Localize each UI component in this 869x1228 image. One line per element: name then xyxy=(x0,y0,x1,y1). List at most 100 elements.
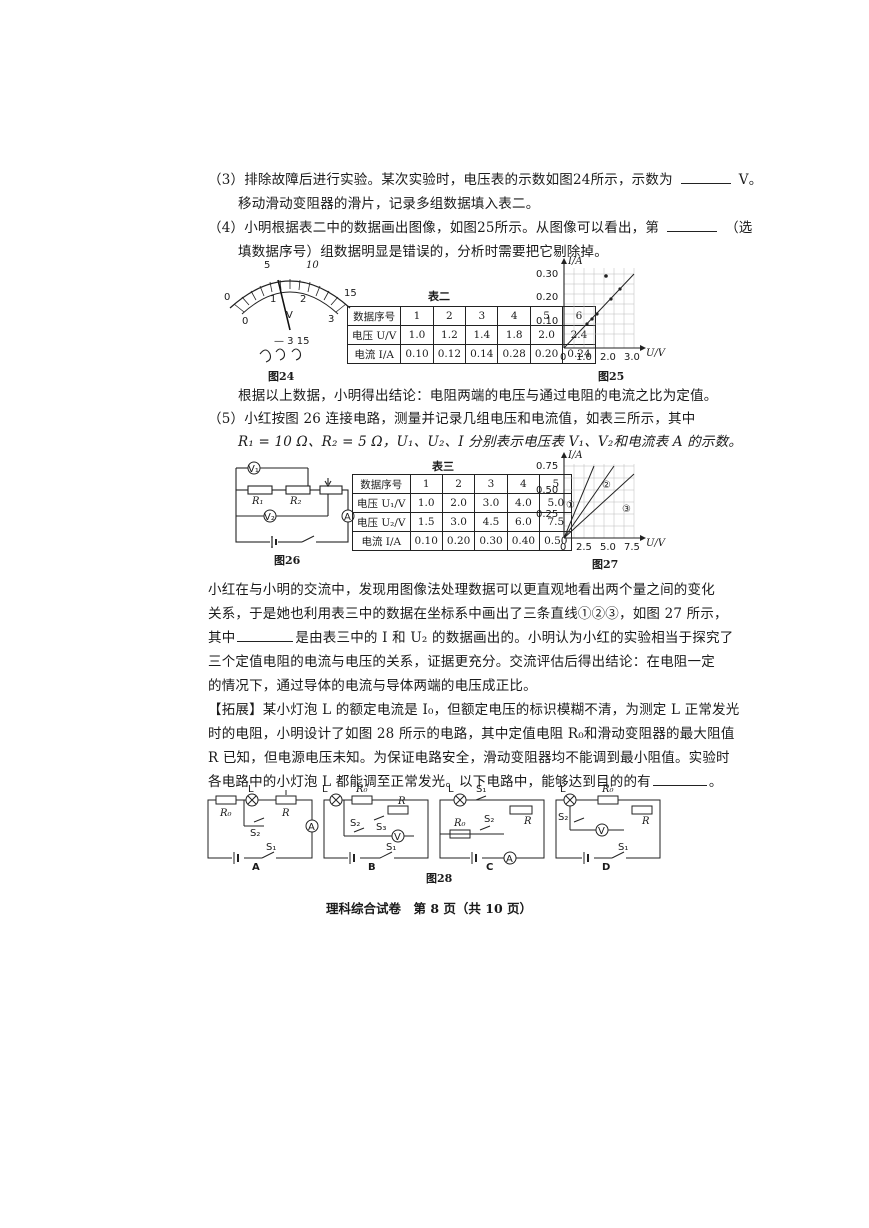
d-l: L xyxy=(560,784,566,795)
fig27-xtick: 5.0 xyxy=(600,542,616,553)
fig25-xtick: 2.0 xyxy=(600,352,616,363)
table-cell: 1 xyxy=(409,474,443,494)
ext-l4-tail: 。 xyxy=(708,774,723,790)
a-s2: S₂ xyxy=(250,828,260,839)
line-3-label: ③ xyxy=(622,504,631,515)
fig25-ytick: 0.10 xyxy=(536,316,558,327)
circuit-a xyxy=(207,790,319,859)
d-s1: S₁ xyxy=(618,842,628,853)
b-r0: R₀ xyxy=(355,784,368,795)
para1-l5: 的情况下，通过导体的电流与导体两端的电压成正比。 xyxy=(208,678,537,694)
table-cell: 0.10 xyxy=(400,344,434,364)
scale-bottom-3: 3 xyxy=(328,314,334,325)
line-3 xyxy=(563,473,635,539)
fig25-graph: I/A 0.30 0.20 0.10 0 1.0 2.0 3.0 U/V xyxy=(536,256,667,363)
d-r0: R₀ xyxy=(601,784,614,795)
fig27-ytick: 0.75 xyxy=(536,461,558,472)
a-r: R xyxy=(281,808,290,819)
scale-bottom-1: 1 xyxy=(270,294,276,305)
scale-bottom-2: 2 xyxy=(300,294,306,305)
fig26-r2: R₂ xyxy=(289,496,302,507)
para1-l4: 三个定值电阻的电流与电压的关系，证据更充分。交流评估后得出结论：在电阻一定 xyxy=(208,654,715,670)
b-s1: S₁ xyxy=(386,842,396,853)
q4-answer-blank[interactable] xyxy=(667,219,718,232)
ext-answer-blank[interactable] xyxy=(652,773,707,786)
ext-l3: R 已知，但电源电压未知。为保证电路安全，滑动变阻器均不能调到最小阻值。实验时 xyxy=(208,750,730,766)
fig25-ytick: 0.30 xyxy=(536,269,558,280)
v2-meter-icon xyxy=(263,509,277,523)
d-voltmeter: V xyxy=(598,826,605,837)
fig27-xtick: 0 xyxy=(560,542,566,553)
fig26-caption: 图26 xyxy=(274,554,301,567)
table-cell: 0.14 xyxy=(465,344,499,364)
table-cell: 2 xyxy=(432,306,467,326)
a-ammeter: A xyxy=(308,822,315,833)
fig27-ytick: 0.25 xyxy=(536,509,558,520)
a-s1: S₁ xyxy=(266,842,276,853)
table-cell: 1.5 xyxy=(409,512,443,532)
table-cell: 数据序号 xyxy=(346,306,402,326)
fig27-caption: 图27 xyxy=(592,558,619,571)
ext-l1: 【拓展】某小灯泡 L 的额定电流是 I₀，但额定电压的标识模糊不清，为测定 L … xyxy=(208,702,740,718)
table-cell: 3.0 xyxy=(474,493,508,513)
table-cell: 3 xyxy=(474,474,508,494)
fig27-xlabel: U/V xyxy=(646,538,667,549)
voltmeter-figure: 0 5 10 15 0 1 2 3 V — 3 15 xyxy=(224,260,357,363)
option-b-label: B xyxy=(368,862,376,873)
table-cell: 0.12 xyxy=(432,344,467,364)
option-c-label: C xyxy=(486,862,493,873)
d-s2: S₂ xyxy=(558,812,568,823)
voltmeter-needle xyxy=(277,279,291,331)
table2-title: 表二 xyxy=(428,290,450,303)
scale-top-0: 0 xyxy=(224,292,230,303)
table-cell: 电压 U₂/V xyxy=(352,512,411,532)
table-cell: 0.20 xyxy=(441,531,476,551)
c-ammeter: A xyxy=(506,854,513,865)
d-r: R xyxy=(641,816,650,827)
a-r0: R₀ xyxy=(219,808,232,819)
table-cell: 电压 U₁/V xyxy=(352,493,411,513)
option-a-label: A xyxy=(252,862,260,873)
option-d-label: D xyxy=(602,862,610,873)
fig26-v2: V₂ xyxy=(264,512,275,523)
line-1-label: ① xyxy=(566,500,575,511)
fig27-graph: ① ② ③ I/A 0.75 0.50 0.25 0 2.5 5.0 7.5 U… xyxy=(536,450,667,553)
q4-line1: （4）小明根据表二中的数据画出图像，如图25所示。从图像可以看出，第（选 xyxy=(208,216,752,236)
fig25-xtick: 1.0 xyxy=(576,352,592,363)
fig25-xlabel: U/V xyxy=(646,348,667,359)
table-cell: 1.0 xyxy=(400,325,434,345)
fig26-v1: V₁ xyxy=(248,464,259,475)
fig28-circuits: R₀ L R S₂ A S₁ A L R₀ R S₂ S₃ V S₁ B xyxy=(207,784,661,873)
c-s2: S₂ xyxy=(484,814,494,825)
table-cell: 1.2 xyxy=(432,325,467,345)
table-cell: 0.24 xyxy=(562,344,596,364)
circuit-b xyxy=(323,793,429,859)
fig25-ylabel: I/A xyxy=(567,256,583,267)
circuit-d xyxy=(555,793,661,859)
conclusion1: 根据以上数据，小明得出结论：电阻两端的电压与通过电阻的电流之比为定值。 xyxy=(238,388,718,404)
fig26-circuit: V₁ V₂ A R₁ R₂ xyxy=(235,461,355,548)
table-cell: 4.5 xyxy=(474,512,508,532)
scale-top-10: 10 xyxy=(306,260,319,271)
voltmeter-unit: V xyxy=(286,310,293,321)
table-cell: 电流 I/A xyxy=(346,344,402,364)
fig24-caption: 图24 xyxy=(268,370,295,383)
table-cell: 2 xyxy=(441,474,476,494)
q3-text: （3）排除故障后进行实验。某次实验时，电压表的示数如图24所示，示数为 xyxy=(208,172,673,188)
b-r: R xyxy=(397,796,406,807)
fig25-xtick: 0 xyxy=(560,352,566,363)
ext-l4-text: 各电路中的小灯泡 L 都能调至正常发光。以下电路中，能够达到目的的有 xyxy=(208,774,651,790)
table-cell: 4 xyxy=(497,306,531,326)
table-cell: 0.10 xyxy=(409,531,443,551)
para1-answer-blank[interactable] xyxy=(237,629,294,642)
table-cell: 2.0 xyxy=(529,325,564,345)
fig28-caption: 图28 xyxy=(426,872,453,885)
table-cell: 电流 I/A xyxy=(352,531,411,551)
table-cell: 0.30 xyxy=(474,531,508,551)
q3-answer-blank[interactable] xyxy=(680,171,731,184)
para1-l3-text: 其中 xyxy=(208,630,236,646)
q4-line2: 填数据序号）组数据明显是错误的，分析时需要把它剔除掉。 xyxy=(238,244,608,260)
